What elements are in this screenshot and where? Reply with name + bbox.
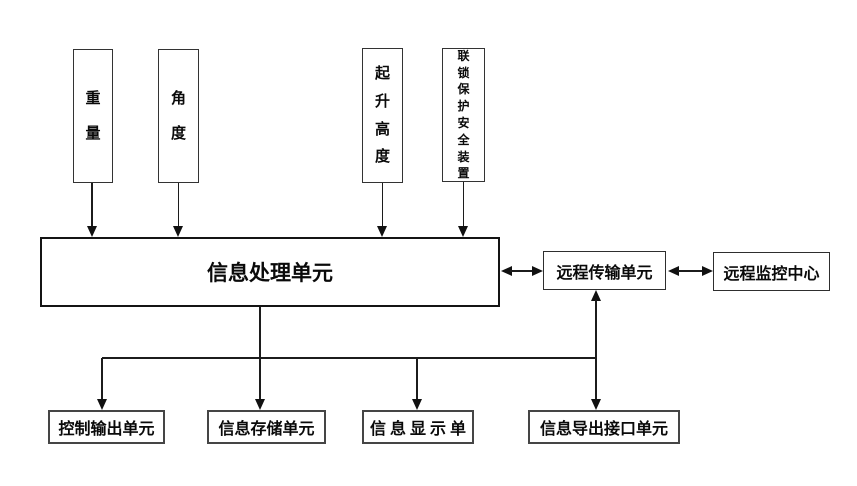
arrow-left-icon: [668, 266, 679, 276]
arrow-down-icon: [255, 399, 265, 410]
distribution-bus-line: [102, 357, 597, 359]
connector-transmission-export: [595, 300, 597, 400]
arrow-down-icon: [97, 399, 107, 410]
box-info-display-unit: 信息显示单: [362, 410, 474, 444]
interlock-safety-device-label: 联锁保护安全装置: [457, 48, 470, 181]
box-interlock-safety-device: 联锁保护安全装置: [442, 48, 485, 182]
box-info-storage-unit: 信息存储单元: [207, 410, 326, 444]
box-lift-height-sensor: 起升高度: [362, 48, 403, 183]
box-info-export-interface-unit: 信息导出接口单元: [528, 410, 680, 444]
connector-lift-height-to-processing: [381, 183, 384, 227]
remote-monitoring-center-label: 远程监控中心: [723, 265, 820, 283]
box-remote-monitoring-center: 远程监控中心: [713, 252, 830, 291]
control-output-unit-label: 控制输出单元: [58, 421, 155, 438]
box-info-processing-unit: 信息处理单元: [40, 237, 500, 307]
arrow-down-icon: [173, 226, 183, 237]
arrow-right-icon: [702, 266, 713, 276]
arrow-down-icon: [412, 399, 422, 410]
info-processing-unit-label: 信息处理单元: [207, 262, 333, 285]
arrow-down-icon: [377, 226, 387, 237]
info-display-unit-label: 信息显示单: [369, 421, 470, 438]
arrow-down-icon: [87, 226, 97, 237]
info-export-interface-unit-label: 信息导出接口单元: [539, 421, 668, 438]
remote-transmission-unit-label: 远程传输单元: [556, 264, 653, 282]
connector-bus-to-display: [416, 358, 418, 400]
connector-weight-to-processing: [91, 183, 93, 227]
box-control-output-unit: 控制输出单元: [48, 410, 165, 444]
lift-height-sensor-label: 起升高度: [374, 65, 390, 166]
arrow-right-icon: [532, 266, 543, 276]
arrow-down-icon: [458, 226, 468, 237]
box-angle-sensor: 角度: [158, 49, 199, 183]
arrow-up-icon: [591, 290, 601, 301]
connector-bus-to-control-output: [101, 358, 103, 400]
connector-processing-transmission: [510, 270, 534, 272]
info-storage-unit-label: 信息存储单元: [218, 421, 315, 438]
box-remote-transmission-unit: 远程传输单元: [543, 251, 666, 290]
connector-angle-to-processing: [177, 183, 180, 227]
connector-processing-to-storage: [259, 307, 261, 400]
connector-interlock-to-processing: [462, 182, 465, 227]
angle-sensor-label: 角度: [170, 89, 186, 142]
arrow-left-icon: [501, 266, 512, 276]
weight-sensor-label: 重量: [85, 89, 101, 142]
box-weight-sensor: 重量: [73, 49, 113, 183]
arrow-down-icon: [591, 399, 601, 410]
connector-transmission-monitoring: [678, 270, 704, 272]
